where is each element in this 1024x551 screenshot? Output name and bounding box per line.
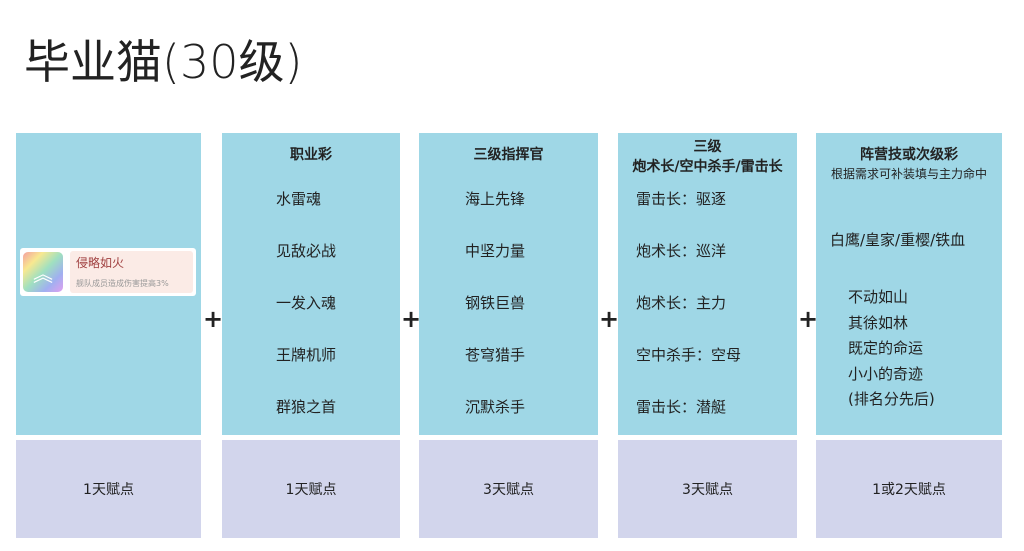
column-commander: 三级指挥官 海上先锋 中坚力量 钢铁巨兽 苍穹猎手 沉默杀手 3天赋点 <box>419 133 598 538</box>
cost-label: 3天赋点 <box>618 440 797 538</box>
list-item: 既定的命运 <box>848 339 924 357</box>
list-item: 其徐如林 <box>848 313 909 332</box>
column-faction: 阵营技或次级彩 根据需求可补装填与主力命中 白鹰/皇家/重樱/铁血 不动如山 其… <box>816 133 1002 538</box>
list-item: 炮术长：主力 <box>636 294 727 312</box>
page-title: 毕业猫(30级) <box>24 35 303 89</box>
list-item: 雷击长：潜艇 <box>636 398 727 416</box>
column-header: 三级指挥官 <box>473 147 544 163</box>
faction-group: 白鹰/皇家/重樱/铁血 <box>830 231 966 249</box>
list-item: 一发入魂 <box>276 294 337 312</box>
list-item: 小小的奇迹 <box>848 364 924 383</box>
list-item: 雷击长：驱逐 <box>636 190 727 208</box>
list-item: (排名分先后) <box>848 390 935 408</box>
list-item: 钢铁巨兽 <box>465 294 526 312</box>
cost-label: 1天赋点 <box>16 440 201 538</box>
cost-label: 3天赋点 <box>419 440 598 538</box>
list-item: 见敌必战 <box>276 242 337 260</box>
plus-sign: + <box>599 305 620 333</box>
list-item: 王牌机师 <box>276 346 337 364</box>
column-header: 三级 <box>693 139 722 155</box>
list-item: 炮术长：巡洋 <box>636 242 727 260</box>
list-item: 不动如山 <box>848 288 909 306</box>
cost-label: 1或2天赋点 <box>816 440 1002 538</box>
list-item: 海上先锋 <box>465 190 526 208</box>
list-item: 苍穹猎手 <box>465 346 526 364</box>
plus-sign: + <box>203 305 224 333</box>
column-base: ︽ 侵略如火 舰队成员造成伤害提高3% 1天赋点 <box>16 133 201 538</box>
column-header-2: 炮术长/空中杀手/雷击长 <box>632 159 783 175</box>
column-class: 职业彩 水雷魂 见敌必战 一发入魂 王牌机师 群狼之首 1天赋点 <box>222 133 400 538</box>
plus-sign: + <box>798 305 819 333</box>
talent-desc: 舰队成员造成伤害提高3% <box>76 279 169 288</box>
list-item: 水雷魂 <box>276 190 322 208</box>
column-subheader: 根据需求可补装填与主力命中 <box>830 167 987 181</box>
chevron-rank-icon: ︽ <box>23 252 63 292</box>
column-header: 职业彩 <box>290 147 332 163</box>
list-item: 中坚力量 <box>465 242 526 260</box>
talent-name: 侵略如火 <box>76 256 125 270</box>
cost-label: 1天赋点 <box>222 440 400 538</box>
column-header: 阵营技或次级彩 <box>860 147 958 163</box>
column-officer: 三级炮术长/空中杀手/雷击长 雷击长：驱逐 炮术长：巡洋 炮术长：主力 空中杀手… <box>618 133 797 538</box>
plus-sign: + <box>401 305 422 333</box>
list-item: 群狼之首 <box>276 398 337 416</box>
list-item: 空中杀手：空母 <box>636 346 742 364</box>
list-item: 沉默杀手 <box>465 398 526 416</box>
talent-card: ︽ 侵略如火 舰队成员造成伤害提高3% <box>20 248 196 296</box>
